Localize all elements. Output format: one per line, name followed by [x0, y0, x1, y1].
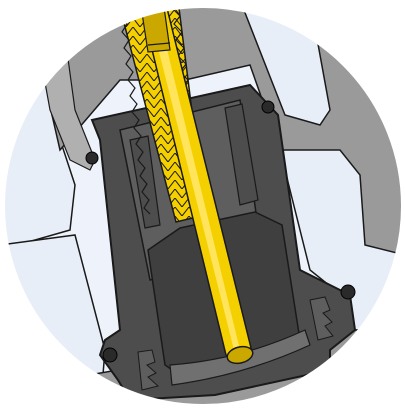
rod-top-face-edge [147, 42, 171, 46]
seal-oring-lower-right [340, 284, 356, 300]
seal-oring-upper-left [85, 151, 99, 165]
rod-tip [226, 345, 254, 365]
right-wall-light-lower [279, 149, 403, 331]
rod-shaft-highlight [146, 6, 240, 350]
rod-thread-edge-left [117, 6, 151, 215]
seal-oring-upper-right [261, 100, 275, 114]
detail-circle-outline [1, 4, 405, 408]
side-thread-right [309, 296, 334, 341]
collar-slot-right [224, 103, 259, 206]
side-thread-left [137, 349, 160, 391]
seal-oring-lower-left [102, 347, 118, 363]
threaded-rod [117, 6, 254, 365]
